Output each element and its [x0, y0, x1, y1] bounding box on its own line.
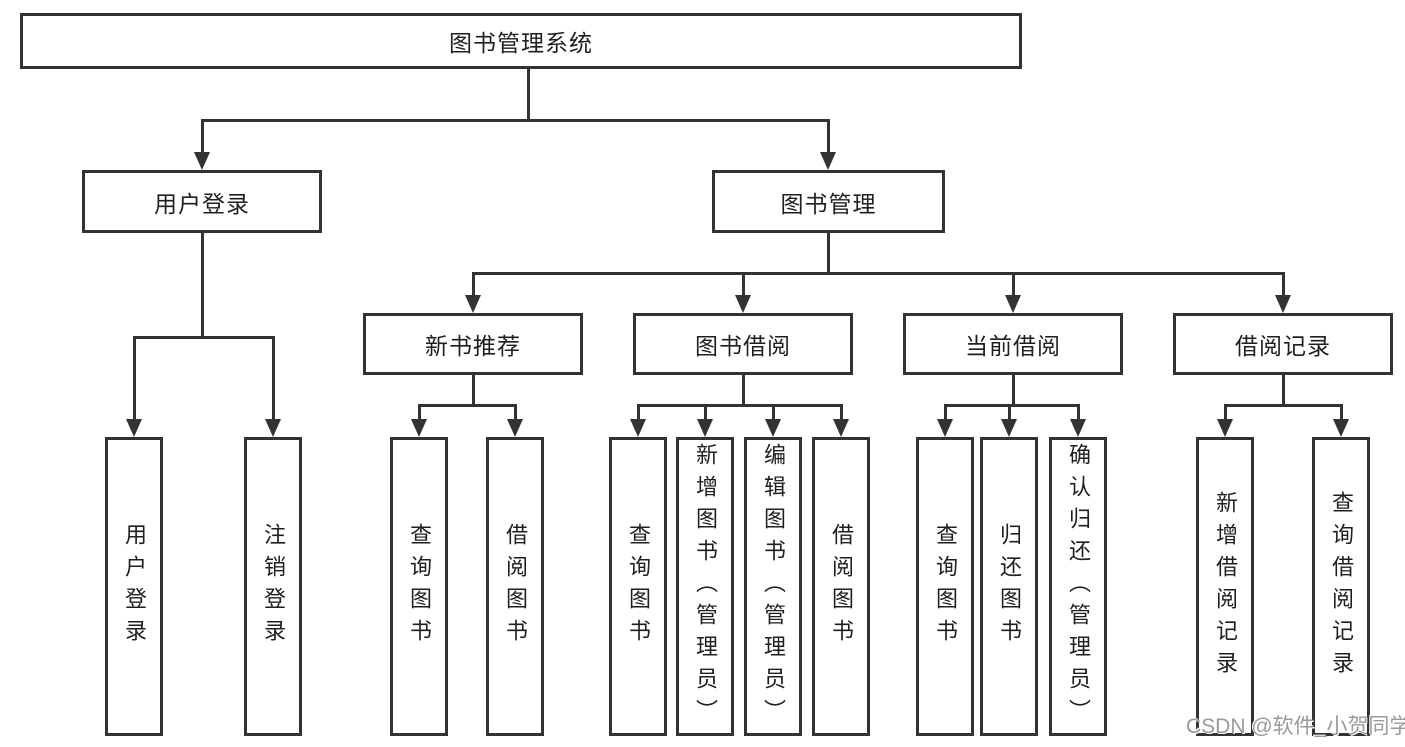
connector-line	[1012, 272, 1015, 297]
connector-line	[418, 404, 421, 421]
arrowhead-icon	[765, 419, 781, 437]
node-new-book-recommendation: 新书推荐	[363, 313, 583, 375]
node-borrowing-records-label: 借阅记录	[1235, 333, 1331, 359]
connector-line	[742, 272, 745, 297]
leaf-query-books-recommend: 查询图书	[390, 437, 448, 736]
leaf-borrow-books-borrowing-label: 借阅图书	[829, 522, 854, 651]
connector-line	[772, 404, 775, 421]
connector-line	[1012, 374, 1015, 406]
connector-line	[827, 232, 830, 274]
leaf-query-books-current: 查询图书	[916, 437, 974, 736]
connector-line	[201, 119, 830, 122]
leaf-logout-label: 注销登录	[261, 522, 286, 651]
node-borrowing-records: 借阅记录	[1173, 313, 1393, 375]
connector-line	[1224, 404, 1227, 421]
node-book-borrowing-label: 图书借阅	[695, 333, 791, 359]
connector-line	[1282, 272, 1285, 297]
node-book-borrowing: 图书借阅	[633, 313, 853, 375]
leaf-borrow-books-recommend-label: 借阅图书	[503, 522, 528, 651]
leaf-add-borrow-record-label: 新增借阅记录	[1213, 490, 1238, 683]
leaf-query-books-borrowing-label: 查询图书	[626, 522, 651, 651]
arrowhead-icon	[126, 419, 142, 437]
connector-line	[1077, 404, 1080, 421]
node-new-book-recommendation-label: 新书推荐	[425, 333, 521, 359]
node-book-management-label: 图书管理	[780, 190, 877, 217]
leaf-add-book-admin-label: 新增图书（管理员）	[693, 442, 718, 731]
connector-line	[472, 374, 475, 406]
leaf-query-borrow-record: 查询借阅记录	[1312, 437, 1370, 736]
connector-line	[527, 68, 530, 121]
leaf-user-login-label: 用户登录	[122, 522, 147, 651]
connector-line	[840, 404, 843, 421]
connector-line	[418, 404, 517, 407]
node-current-borrowing-label: 当前借阅	[965, 333, 1061, 359]
arrowhead-icon	[735, 295, 751, 313]
connector-line	[1340, 404, 1343, 421]
leaf-return-books: 归还图书	[980, 437, 1038, 736]
leaf-add-borrow-record: 新增借阅记录	[1196, 437, 1254, 736]
connector-line	[201, 232, 204, 338]
leaf-query-borrow-record-label: 查询借阅记录	[1329, 490, 1354, 683]
node-book-management: 图书管理	[712, 170, 945, 233]
leaf-return-books-label: 归还图书	[997, 522, 1022, 651]
arrowhead-icon	[411, 419, 427, 437]
arrowhead-icon	[1217, 419, 1233, 437]
arrowhead-icon	[1333, 419, 1349, 437]
arrowhead-icon	[630, 419, 646, 437]
connector-line	[637, 404, 843, 407]
connector-line	[133, 336, 275, 339]
leaf-edit-book-admin-label: 编辑图书（管理员）	[761, 442, 786, 731]
arrowhead-icon	[1005, 295, 1021, 313]
leaf-confirm-return-admin-label: 确认归还（管理员）	[1066, 442, 1091, 731]
arrowhead-icon	[1070, 419, 1086, 437]
connector-line	[944, 404, 947, 421]
leaf-edit-book-admin: 编辑图书（管理员）	[744, 437, 802, 736]
leaf-confirm-return-admin: 确认归还（管理员）	[1049, 437, 1107, 736]
node-library-management-system: 图书管理系统	[20, 13, 1022, 69]
leaf-query-books-borrowing: 查询图书	[609, 437, 667, 736]
arrowhead-icon	[833, 419, 849, 437]
connector-line	[742, 374, 745, 406]
arrowhead-icon	[265, 419, 281, 437]
leaf-add-book-admin: 新增图书（管理员）	[676, 437, 734, 736]
connector-line	[827, 119, 830, 154]
connector-line	[272, 336, 275, 421]
leaf-logout: 注销登录	[244, 437, 302, 736]
connector-line	[637, 404, 640, 421]
leaf-user-login: 用户登录	[105, 437, 163, 736]
connector-line	[514, 404, 517, 421]
watermark: CSDN @软件_小贺同学	[1186, 715, 1405, 738]
arrowhead-icon	[1001, 419, 1017, 437]
arrowhead-icon	[697, 419, 713, 437]
connector-line	[201, 119, 204, 154]
connector-line	[133, 336, 136, 421]
connector-line	[1282, 374, 1285, 406]
connector-line	[472, 272, 1285, 275]
node-current-borrowing: 当前借阅	[903, 313, 1123, 375]
node-library-management-system-label: 图书管理系统	[449, 30, 593, 56]
arrowhead-icon	[194, 152, 210, 170]
leaf-borrow-books-recommend: 借阅图书	[486, 437, 544, 736]
arrowhead-icon	[1275, 295, 1291, 313]
arrowhead-icon	[820, 152, 836, 170]
leaf-query-books-current-label: 查询图书	[933, 522, 958, 651]
arrowhead-icon	[465, 295, 481, 313]
connector-line	[472, 272, 475, 297]
node-user-login: 用户登录	[82, 170, 322, 233]
connector-line	[1008, 404, 1011, 421]
node-user-login-label: 用户登录	[154, 190, 250, 217]
leaf-query-books-recommend-label: 查询图书	[407, 522, 432, 651]
leaf-borrow-books-borrowing: 借阅图书	[812, 437, 870, 736]
connector-line	[704, 404, 707, 421]
arrowhead-icon	[937, 419, 953, 437]
arrowhead-icon	[507, 419, 523, 437]
